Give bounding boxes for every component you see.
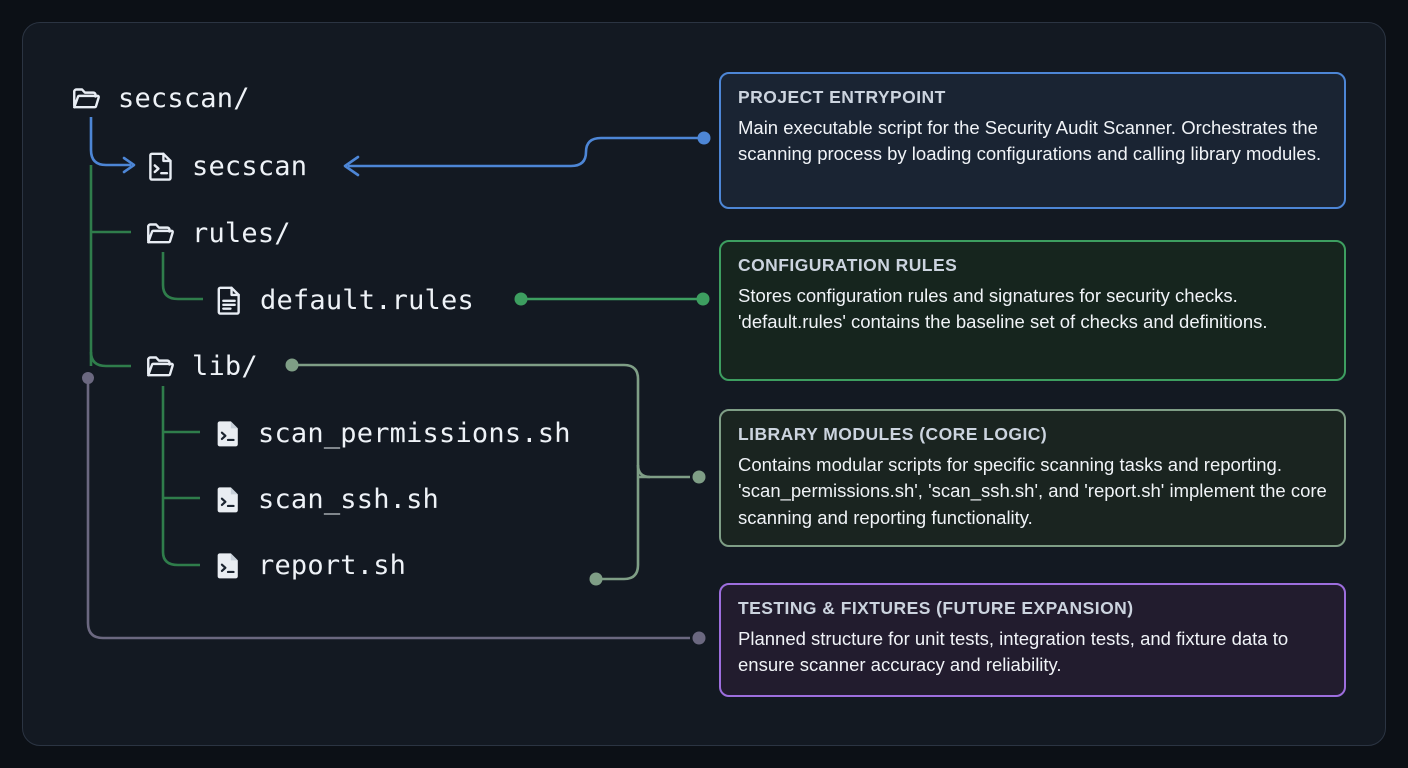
tree-node-report[interactable]: report.sh: [213, 543, 406, 587]
tree-node-default-rules[interactable]: default.rules: [212, 278, 474, 322]
card-title: TESTING & FIXTURES (FUTURE EXPANSION): [738, 598, 1134, 618]
annotation-card-rules[interactable]: CONFIGURATION RULES Stores configuration…: [719, 240, 1346, 381]
card-body: Stores configuration rules and signature…: [738, 285, 1268, 333]
folder-open-icon: [73, 88, 100, 109]
tree-node-secscan-root[interactable]: secscan/: [70, 76, 250, 120]
card-title: CONFIGURATION RULES: [738, 255, 958, 275]
document-icon: [217, 286, 240, 315]
annotation-card-entrypoint[interactable]: PROJECT ENTRYPOINT Main executable scrip…: [719, 72, 1346, 209]
tree-node-label: lib/: [192, 350, 258, 382]
card-body: Contains modular scripts for specific sc…: [738, 454, 1327, 528]
tree-node-label: scan_ssh.sh: [258, 483, 440, 515]
card-body: Planned structure for unit tests, integr…: [738, 628, 1289, 676]
tree-node-scan-ssh[interactable]: scan_ssh.sh: [213, 477, 439, 521]
shell-script-icon: [217, 552, 238, 578]
tree-node-scan-permissions[interactable]: scan_permissions.sh: [213, 411, 571, 455]
card-body: Main executable script for the Security …: [738, 117, 1322, 165]
tree-node-label: scan_permissions.sh: [258, 417, 571, 449]
tree-node-label: report.sh: [258, 549, 407, 581]
tree-node-rules[interactable]: rules/: [144, 211, 291, 255]
folder-open-icon: [147, 356, 174, 377]
tree-node-lib[interactable]: lib/: [144, 344, 258, 388]
folder-open-icon: [147, 223, 174, 244]
tree-node-secscan-file[interactable]: secscan: [144, 144, 307, 188]
tree-node-label: secscan/: [118, 82, 250, 114]
shell-script-icon: [149, 152, 172, 181]
file-tree: secscan/ secscan rules/: [70, 76, 571, 587]
shell-script-icon: [217, 420, 238, 446]
annotation-card-library[interactable]: LIBRARY MODULES (CORE LOGIC) Contains mo…: [719, 409, 1346, 547]
tree-node-label: default.rules: [260, 284, 474, 316]
tree-node-label: rules/: [192, 217, 291, 249]
shell-script-icon: [217, 486, 238, 512]
tree-node-label: secscan: [192, 150, 308, 182]
annotation-card-testing[interactable]: TESTING & FIXTURES (FUTURE EXPANSION) Pl…: [719, 583, 1346, 697]
card-title: LIBRARY MODULES (CORE LOGIC): [738, 424, 1048, 444]
card-title: PROJECT ENTRYPOINT: [738, 87, 946, 107]
